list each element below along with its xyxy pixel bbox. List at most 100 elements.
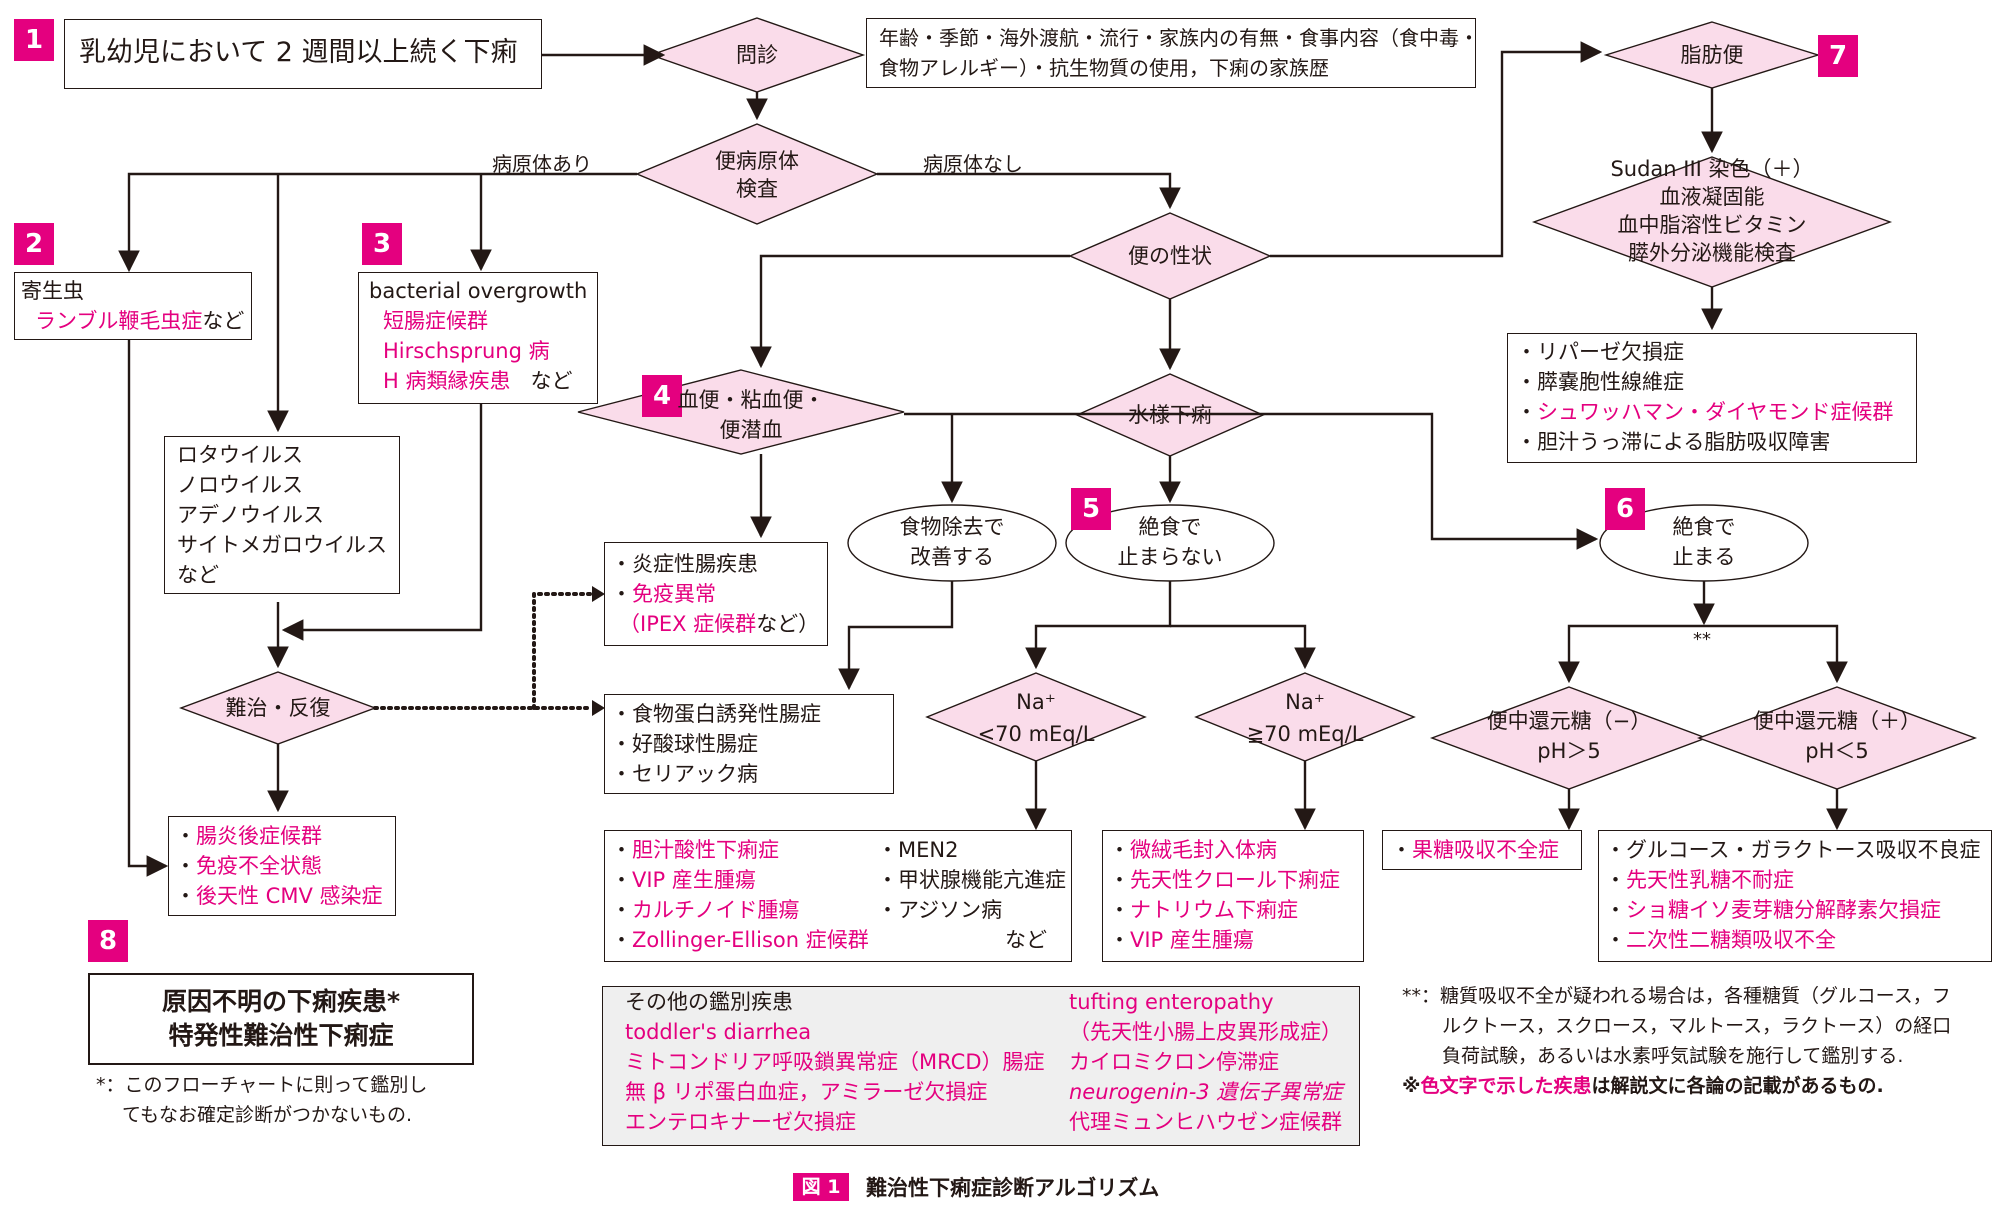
unknown-line-2: 特発性難治性下痢症	[168, 1021, 394, 1050]
osmotic-4-text: VIP 産生腫瘍	[1130, 928, 1254, 952]
pathogen-test-line-2: 検査	[736, 177, 778, 201]
bloody-line-2: 便潜血	[719, 418, 783, 442]
other-right-title: tufting enteropathy	[1069, 990, 1274, 1014]
virus-line-5: など	[177, 563, 219, 587]
post-enteritis-box: ・腸炎後症候群 ・免疫不全状態 ・後天性 CMV 感染症	[168, 816, 396, 916]
osmotic-box: ・微絨毛封入体病 ・先天性クロール下痢症 ・ナトリウム下痢症 ・VIP 産生腫瘍	[1102, 830, 1364, 962]
virus-line-1: ロタウイルス	[177, 443, 303, 467]
fat-stool-label: 脂肪便	[1680, 43, 1744, 67]
osmotic-4: ・VIP 産生腫瘍	[1109, 928, 1254, 952]
pathogen-no-label: 病原体なし	[923, 152, 1023, 176]
post-item-2: 免疫不全状態	[196, 854, 322, 878]
post-item-1: 腸炎後症候群	[196, 824, 322, 848]
footnote-3: 負荷試験，あるいは水素呼気試験を施行して鑑別する.	[1442, 1045, 1904, 1067]
bacterial-line-4: H 病類縁疾患 など	[383, 366, 573, 396]
osmotic-2: ・先天性クロール下痢症	[1109, 868, 1340, 892]
bacterial-line-2: 短腸症候群	[383, 309, 488, 333]
na-low-bottom: <70 mEq/L	[977, 722, 1095, 746]
bloody-line-1: 血便・粘血便・	[677, 388, 825, 412]
glucose-line-3-text: ショ糖イソ麦芽糖分解酵素欠損症	[1626, 898, 1941, 922]
start-box: 乳幼児において 2 週間以上続く下痢	[64, 19, 542, 89]
parasite-line-2: ランブル鞭毛虫症など	[35, 306, 244, 336]
ibd-line-2-prefix: ・	[611, 582, 632, 606]
unknown-line-1: 原因不明の下痢疾患*	[161, 987, 401, 1016]
osmotic-2-text: 先天性クロール下痢症	[1130, 868, 1340, 892]
sugar-pos-top: 便中還元糖（＋）	[1753, 709, 1921, 733]
parasite-tail: など	[202, 309, 245, 333]
other-left-1: toddler's diarrhea	[625, 1020, 812, 1044]
food-line-3: ・セリアック病	[611, 762, 758, 786]
other-left-3: 無 β リポ蛋白血症，アミラーゼ欠損症	[625, 1080, 988, 1104]
secretory-left-3-text: カルチノイド腫瘍	[632, 898, 800, 922]
step-badge-8: 8	[88, 920, 128, 962]
stool-nature-label: 便の性状	[1128, 244, 1212, 268]
start-box-text: 乳幼児において 2 週間以上続く下痢	[79, 37, 518, 68]
step-badge-6: 6	[1605, 488, 1645, 530]
lipase-line-2: ・膵嚢胞性線維症	[1516, 370, 1684, 394]
color-note-prefix: ※	[1402, 1075, 1421, 1097]
color-note-pink: 色文字で示した疾患	[1420, 1075, 1592, 1097]
bacterial-tail: など	[530, 369, 573, 393]
step-badge-4: 4	[642, 375, 682, 417]
other-right-1: （先天性小腸上皮異形成症）	[1069, 1020, 1342, 1044]
other-right-4: 代理ミュンヒハウゼン症候群	[1069, 1110, 1342, 1134]
virus-box: ロタウイルス ノロウイルス アデノウイルス サイトメガロウイルス など	[164, 436, 400, 594]
unknown-note-1: *：このフローチャートに則って鑑別し	[96, 1074, 428, 1096]
osmotic-3: ・ナトリウム下痢症	[1109, 898, 1298, 922]
sugar-neg-bottom: pH＞5	[1537, 739, 1601, 763]
na-low-top: Na⁺	[1016, 690, 1056, 714]
secretory-right-4: など	[1005, 928, 1047, 952]
virus-line-4: サイトメガロウイルス	[177, 533, 387, 557]
secretory-left-2-text: VIP 産生腫瘍	[632, 868, 756, 892]
secretory-box: ・胆汁酸性下痢症 ・VIP 産生腫瘍 ・カルチノイド腫瘍 ・Zollinger-…	[604, 830, 1072, 962]
glucose-line-1: ・グルコース・ガラクトース吸収不良症	[1605, 838, 1981, 862]
na-high-top: Na⁺	[1285, 690, 1325, 714]
unknown-box: 原因不明の下痢疾患* 特発性難治性下痢症	[88, 973, 474, 1065]
fructose-text: 果糖吸収不全症	[1412, 838, 1559, 862]
ibd-line-1: ・炎症性腸疾患	[611, 552, 758, 576]
parasite-box: 寄生虫 ランブル鞭毛虫症など	[14, 272, 252, 340]
monshin-label: 問診	[736, 43, 778, 67]
fast-yes-line-2: 止まる	[1672, 545, 1736, 569]
fast-no-line-1: 絶食で	[1138, 515, 1202, 539]
ibd-line-2-pink: 免疫異常	[632, 582, 716, 606]
post-line-1: ・腸炎後症候群	[175, 821, 322, 851]
bacterial-line-3: Hirschsprung 病	[383, 339, 550, 363]
ibd-line-2: ・免疫異常	[611, 579, 716, 609]
other-right-3: neurogenin-3 遺伝子異常症	[1069, 1080, 1343, 1104]
post-line-3: ・後天性 CMV 感染症	[175, 881, 383, 911]
food-improve-line-1: 食物除去で	[899, 515, 1005, 539]
sudan-line-3: 血中脂溶性ビタミン	[1617, 213, 1807, 237]
secretory-left-2: ・VIP 産生腫瘍	[611, 868, 756, 892]
fructose-line: ・果糖吸収不全症	[1391, 838, 1559, 862]
ibd-line-3: （IPEX 症候群など）	[619, 609, 819, 639]
glucose-line-2: ・先天性乳糖不耐症	[1605, 868, 1794, 892]
bacterial-pink: H 病類縁疾患	[383, 369, 511, 393]
bacterial-line-1: bacterial overgrowth	[369, 279, 588, 303]
sugar-neg-top: 便中還元糖（−）	[1486, 709, 1652, 733]
sudan-line-2: 血液凝固能	[1659, 185, 1765, 209]
bullet: ・	[175, 824, 196, 848]
osmotic-1: ・微絨毛封入体病	[1109, 838, 1277, 862]
fast-yes-line-1: 絶食で	[1672, 515, 1736, 539]
history-box: 年齢・季節・海外渡航・流行・家族内の有無・食事内容（食中毒・ 食物アレルギー）・…	[866, 18, 1479, 88]
secretory-right-3: ・アジソン病	[877, 898, 1003, 922]
sudan-line-1: Sudan III 染色（＋）	[1610, 157, 1814, 181]
history-line-1: 年齢・季節・海外渡航・流行・家族内の有無・食事内容（食中毒・	[879, 26, 1479, 50]
sugar-pos-bottom: pH＜5	[1805, 739, 1869, 763]
lipase-line-4: ・胆汁うっ滞による脂肪吸収障害	[1516, 430, 1831, 454]
double-star-mark: **	[1693, 629, 1711, 650]
glucose-box: ・グルコース・ガラクトース吸収不良症 ・先天性乳糖不耐症 ・ショ糖イソ麦芽糖分解…	[1598, 830, 1992, 962]
osmotic-1-text: 微絨毛封入体病	[1130, 838, 1277, 862]
secretory-right-1: ・MEN2	[877, 838, 959, 862]
step-badge-3: 3	[362, 223, 402, 265]
osmotic-3-text: ナトリウム下痢症	[1130, 898, 1298, 922]
other-right-2: カイロミクロン停滞症	[1069, 1050, 1279, 1074]
secretory-left-4: ・Zollinger-Ellison 症候群	[611, 928, 869, 952]
ibd-line-3-pink: （IPEX 症候群	[619, 612, 757, 636]
step-badge-5: 5	[1071, 488, 1111, 530]
step-badge-7: 7	[1818, 35, 1858, 77]
pathogen-yes-label: 病原体あり	[492, 152, 592, 176]
